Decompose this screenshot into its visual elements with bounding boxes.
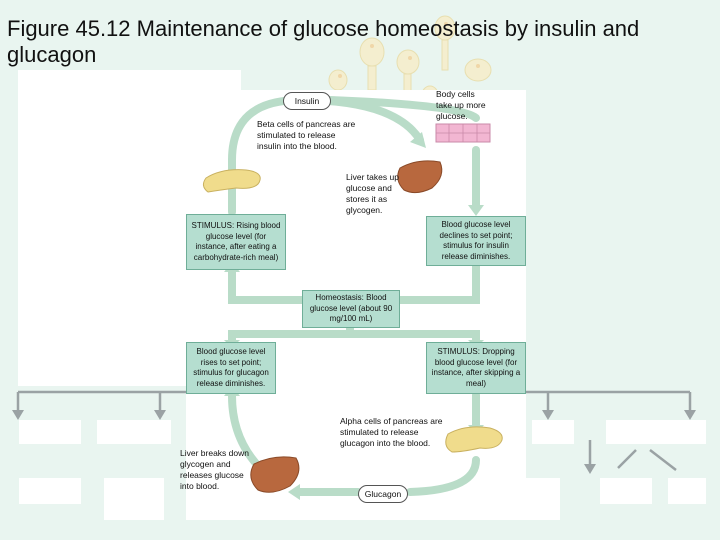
blank-box-9 bbox=[668, 478, 706, 504]
liver-top-icon bbox=[397, 160, 443, 194]
insulin-label: Insulin bbox=[283, 92, 331, 110]
blank-box-3 bbox=[19, 478, 81, 504]
background-dots bbox=[338, 22, 480, 78]
side-gray-arrow-heads bbox=[12, 410, 696, 474]
side-gray-arrows bbox=[16, 390, 692, 471]
blank-box-8 bbox=[600, 478, 652, 504]
liver-takes-label: Liver takes up glucose and stores it as … bbox=[346, 172, 399, 215]
pancreas-top-icon bbox=[202, 169, 261, 193]
figure-panel-top-left bbox=[18, 70, 241, 92]
body-cells-label: Body cells take up more glucose. bbox=[436, 89, 486, 121]
liver-breaks-label: Liver breaks down glycogen and releases … bbox=[180, 448, 249, 491]
blank-box-6 bbox=[606, 420, 706, 444]
liver-bottom-icon bbox=[250, 456, 300, 493]
beta-cells-label: Beta cells of pancreas are stimulated to… bbox=[257, 119, 356, 151]
blank-box-2 bbox=[97, 420, 171, 444]
slide-title: Figure 45.12 Maintenance of glucose home… bbox=[7, 16, 640, 67]
rises-box: Blood glucose level rises to set point; … bbox=[186, 342, 276, 394]
blank-box-5 bbox=[532, 420, 574, 444]
body-cells-icon bbox=[435, 123, 491, 143]
declines-box: Blood glucose level declines to set poin… bbox=[426, 216, 526, 266]
blank-box-4 bbox=[104, 478, 164, 520]
homeostasis-box: Homeostasis: Blood glucose level (about … bbox=[302, 290, 400, 328]
stimulus-dropping-box: STIMULUS: Dropping blood glucose level (… bbox=[426, 342, 526, 394]
blank-box-1 bbox=[19, 420, 81, 444]
alpha-cells-label: Alpha cells of pancreas are stimulated t… bbox=[340, 416, 443, 448]
figure-panel-side bbox=[18, 90, 186, 386]
pancreas-bottom-icon bbox=[445, 426, 503, 453]
background-bulbs bbox=[328, 15, 492, 105]
stimulus-rising-box: STIMULUS: Rising blood glucose level (fo… bbox=[186, 214, 286, 270]
blank-box-7 bbox=[502, 478, 560, 520]
glucagon-label: Glucagon bbox=[358, 485, 408, 503]
